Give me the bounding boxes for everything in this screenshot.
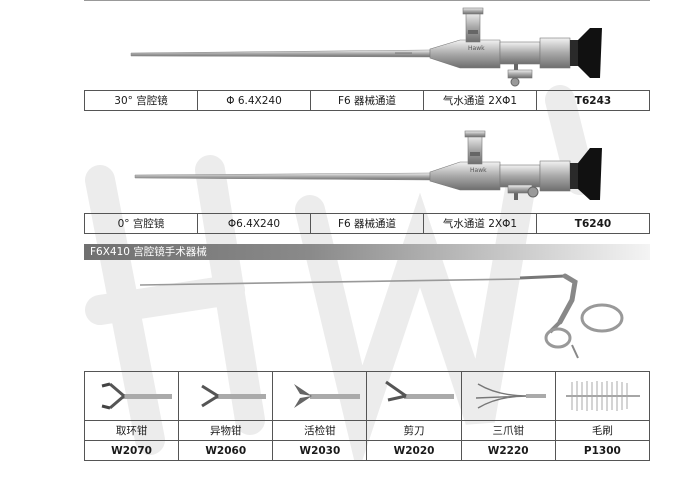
top-rule bbox=[84, 0, 650, 1]
product-diameter: Φ6.4X240 bbox=[197, 213, 311, 234]
brand-mark: Hawk bbox=[468, 45, 485, 52]
instrument-code: W2030 bbox=[272, 440, 368, 461]
product-code: T6240 bbox=[536, 213, 650, 234]
scissors-icon bbox=[385, 380, 455, 402]
three-jaw-grasper-icon bbox=[476, 383, 547, 409]
instrument-name: 剪刀 bbox=[366, 420, 462, 441]
cleaning-brush-icon bbox=[566, 381, 641, 411]
section-title: F6X410 宫腔镜手术器械 bbox=[90, 246, 207, 258]
instrument-name: 活检钳 bbox=[272, 420, 368, 441]
product-diameter: Φ 6.4X240 bbox=[197, 90, 311, 111]
biopsy-forceps-icon bbox=[293, 384, 360, 408]
product-gas-water: 气水通道 2XΦ1 bbox=[423, 90, 537, 111]
instrument-pic-cell bbox=[272, 371, 368, 421]
instrument-name: 取环钳 bbox=[83, 420, 180, 441]
instrument-code: P1300 bbox=[554, 440, 651, 461]
product-name: 0° 宫腔镜 bbox=[84, 213, 198, 234]
instrument-pic-cell bbox=[83, 371, 180, 421]
spec-row-t6240: 0° 宫腔镜 Φ6.4X240 F6 器械通道 气水通道 2XΦ1 T6240 bbox=[84, 213, 650, 234]
product-channel: F6 器械通道 bbox=[310, 90, 424, 111]
section-banner: F6X410 宫腔镜手术器械 bbox=[84, 244, 650, 260]
instrument-pic-cell bbox=[460, 371, 556, 421]
instrument-pic-cell bbox=[178, 371, 274, 421]
instrument-pic-cell bbox=[554, 371, 651, 421]
instrument-code: W2060 bbox=[178, 440, 274, 461]
instrument-name: 毛刷 bbox=[554, 420, 651, 441]
product-name: 30° 宫腔镜 bbox=[84, 90, 198, 111]
instrument-name: 三爪钳 bbox=[460, 420, 556, 441]
ring-removal-forceps-icon bbox=[101, 382, 172, 410]
product-code: T6243 bbox=[536, 90, 650, 111]
product-channel: F6 器械通道 bbox=[310, 213, 424, 234]
instrument-code: W2070 bbox=[83, 440, 180, 461]
instrument-code: W2020 bbox=[366, 440, 462, 461]
instrument-code: W2220 bbox=[460, 440, 556, 461]
spec-row-t6243: 30° 宫腔镜 Φ 6.4X240 F6 器械通道 气水通道 2XΦ1 T624… bbox=[84, 90, 650, 111]
instrument-pic-cell bbox=[366, 371, 462, 421]
instrument-name: 异物钳 bbox=[178, 420, 274, 441]
brand-mark: Hawk bbox=[470, 167, 487, 174]
product-gas-water: 气水通道 2XΦ1 bbox=[423, 213, 537, 234]
instrument-table: 取环钳 异物钳 活检钳 剪刀 三爪钳 毛刷 W2070 W2060 W2030 … bbox=[83, 371, 651, 461]
foreign-body-forceps-icon bbox=[200, 384, 266, 408]
